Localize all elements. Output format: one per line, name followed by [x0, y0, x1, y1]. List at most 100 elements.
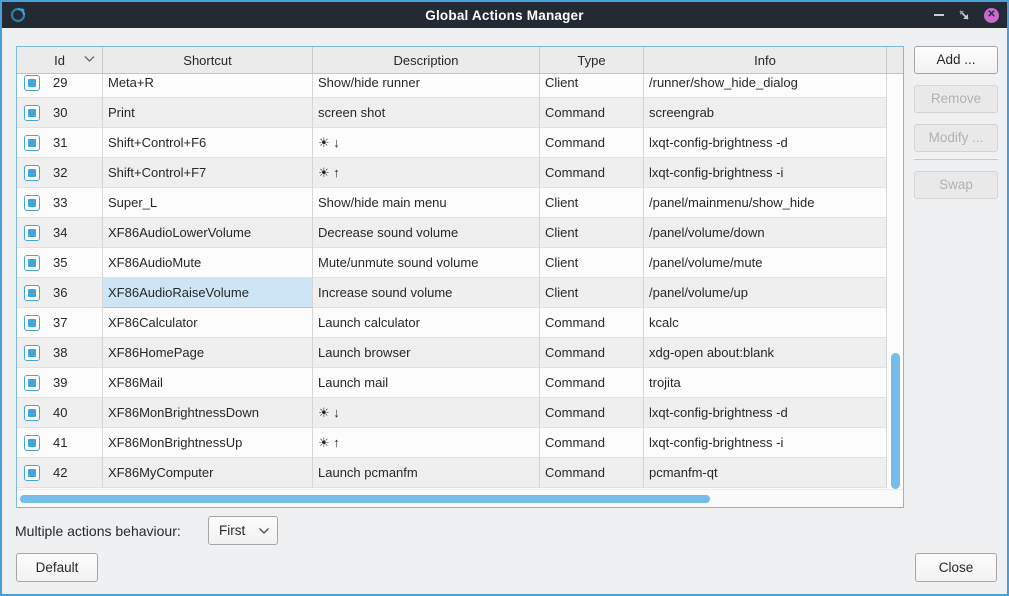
cell-type[interactable]: Command: [540, 428, 644, 458]
column-header-info[interactable]: Info: [644, 47, 887, 73]
column-header-type[interactable]: Type: [540, 47, 644, 73]
table-row[interactable]: 31 Shift+Control+F6 ☀ ↓ Command lxqt-con…: [17, 128, 903, 158]
vertical-scrollbar-thumb[interactable]: [891, 353, 900, 489]
row-checkbox[interactable]: [24, 374, 40, 391]
cell-info[interactable]: pcmanfm-qt: [644, 458, 887, 488]
row-checkbox[interactable]: [24, 464, 40, 481]
cell-description[interactable]: Increase sound volume: [313, 278, 540, 308]
table-row[interactable]: 32 Shift+Control+F7 ☀ ↑ Command lxqt-con…: [17, 158, 903, 188]
cell-info[interactable]: xdg-open about:blank: [644, 338, 887, 368]
cell-type[interactable]: Command: [540, 338, 644, 368]
cell-type[interactable]: Client: [540, 248, 644, 278]
table-row[interactable]: 41 XF86MonBrightnessUp ☀ ↑ Command lxqt-…: [17, 428, 903, 458]
close-icon[interactable]: ✕: [984, 7, 999, 23]
cell-id[interactable]: 29: [17, 74, 103, 98]
restore-icon[interactable]: [958, 9, 970, 21]
cell-shortcut[interactable]: Print: [103, 98, 313, 128]
cell-description[interactable]: Launch mail: [313, 368, 540, 398]
table-row[interactable]: 42 XF86MyComputer Launch pcmanfm Command…: [17, 458, 903, 488]
table-row[interactable]: 36 XF86AudioRaiseVolume Increase sound v…: [17, 278, 903, 308]
cell-description[interactable]: Decrease sound volume: [313, 218, 540, 248]
cell-shortcut[interactable]: XF86MonBrightnessUp: [103, 428, 313, 458]
table-row[interactable]: 35 XF86AudioMute Mute/unmute sound volum…: [17, 248, 903, 278]
cell-info[interactable]: /panel/mainmenu/show_hide: [644, 188, 887, 218]
cell-type[interactable]: Command: [540, 158, 644, 188]
cell-info[interactable]: trojita: [644, 368, 887, 398]
row-checkbox[interactable]: [24, 134, 40, 151]
cell-description[interactable]: Show/hide runner: [313, 74, 540, 98]
cell-id[interactable]: 33: [17, 188, 103, 218]
cell-id[interactable]: 38: [17, 338, 103, 368]
cell-info[interactable]: /panel/volume/down: [644, 218, 887, 248]
row-checkbox[interactable]: [24, 164, 40, 181]
cell-description[interactable]: Mute/unmute sound volume: [313, 248, 540, 278]
add-button[interactable]: Add ...: [914, 46, 998, 74]
cell-shortcut[interactable]: Meta+R: [103, 74, 313, 98]
row-checkbox[interactable]: [24, 404, 40, 421]
cell-description[interactable]: Launch pcmanfm: [313, 458, 540, 488]
cell-info[interactable]: lxqt-config-brightness -d: [644, 128, 887, 158]
cell-shortcut[interactable]: Shift+Control+F7: [103, 158, 313, 188]
cell-type[interactable]: Client: [540, 74, 644, 98]
cell-shortcut[interactable]: XF86AudioMute: [103, 248, 313, 278]
column-header-shortcut[interactable]: Shortcut: [103, 47, 313, 73]
behaviour-select[interactable]: First: [208, 516, 278, 545]
cell-type[interactable]: Command: [540, 458, 644, 488]
column-header-id[interactable]: Id: [17, 47, 103, 73]
row-checkbox[interactable]: [24, 74, 40, 91]
cell-id[interactable]: 37: [17, 308, 103, 338]
cell-id[interactable]: 32: [17, 158, 103, 188]
row-checkbox[interactable]: [24, 314, 40, 331]
cell-description[interactable]: Launch browser: [313, 338, 540, 368]
table-row[interactable]: 29 Meta+R Show/hide runner Client /runne…: [17, 74, 903, 98]
table-row[interactable]: 39 XF86Mail Launch mail Command trojita: [17, 368, 903, 398]
cell-info[interactable]: /panel/volume/up: [644, 278, 887, 308]
row-checkbox[interactable]: [24, 194, 40, 211]
cell-info[interactable]: kcalc: [644, 308, 887, 338]
row-checkbox[interactable]: [24, 434, 40, 451]
table-row[interactable]: 34 XF86AudioLowerVolume Decrease sound v…: [17, 218, 903, 248]
cell-shortcut[interactable]: XF86AudioLowerVolume: [103, 218, 313, 248]
column-header-description[interactable]: Description: [313, 47, 540, 73]
cell-id[interactable]: 41: [17, 428, 103, 458]
cell-shortcut[interactable]: XF86Calculator: [103, 308, 313, 338]
close-button[interactable]: Close: [915, 553, 997, 582]
cell-shortcut[interactable]: XF86Mail: [103, 368, 313, 398]
minimize-icon[interactable]: [934, 14, 944, 16]
cell-type[interactable]: Command: [540, 308, 644, 338]
table-row[interactable]: 40 XF86MonBrightnessDown ☀ ↓ Command lxq…: [17, 398, 903, 428]
cell-shortcut[interactable]: XF86MyComputer: [103, 458, 313, 488]
cell-id[interactable]: 42: [17, 458, 103, 488]
cell-id[interactable]: 34: [17, 218, 103, 248]
cell-info[interactable]: screengrab: [644, 98, 887, 128]
cell-type[interactable]: Client: [540, 218, 644, 248]
cell-info[interactable]: /runner/show_hide_dialog: [644, 74, 887, 98]
cell-type[interactable]: Client: [540, 188, 644, 218]
cell-info[interactable]: /panel/volume/mute: [644, 248, 887, 278]
horizontal-scrollbar-thumb[interactable]: [20, 495, 710, 503]
cell-description[interactable]: ☀ ↓: [313, 128, 540, 158]
row-checkbox[interactable]: [24, 104, 40, 121]
cell-shortcut[interactable]: Shift+Control+F6: [103, 128, 313, 158]
cell-id[interactable]: 39: [17, 368, 103, 398]
cell-description[interactable]: Show/hide main menu: [313, 188, 540, 218]
table-row[interactable]: 37 XF86Calculator Launch calculator Comm…: [17, 308, 903, 338]
table-row[interactable]: 38 XF86HomePage Launch browser Command x…: [17, 338, 903, 368]
cell-shortcut[interactable]: XF86MonBrightnessDown: [103, 398, 313, 428]
cell-description[interactable]: ☀ ↑: [313, 158, 540, 188]
row-checkbox[interactable]: [24, 284, 40, 301]
cell-info[interactable]: lxqt-config-brightness -i: [644, 158, 887, 188]
default-button[interactable]: Default: [16, 553, 98, 582]
cell-description[interactable]: ☀ ↓: [313, 398, 540, 428]
cell-id[interactable]: 30: [17, 98, 103, 128]
cell-id[interactable]: 35: [17, 248, 103, 278]
row-checkbox[interactable]: [24, 254, 40, 271]
cell-type[interactable]: Command: [540, 398, 644, 428]
cell-id[interactable]: 40: [17, 398, 103, 428]
horizontal-scrollbar-track[interactable]: [17, 489, 903, 507]
cell-description[interactable]: Launch calculator: [313, 308, 540, 338]
cell-shortcut[interactable]: Super_L: [103, 188, 313, 218]
row-checkbox[interactable]: [24, 224, 40, 241]
cell-shortcut[interactable]: XF86AudioRaiseVolume: [103, 278, 313, 308]
cell-type[interactable]: Command: [540, 368, 644, 398]
